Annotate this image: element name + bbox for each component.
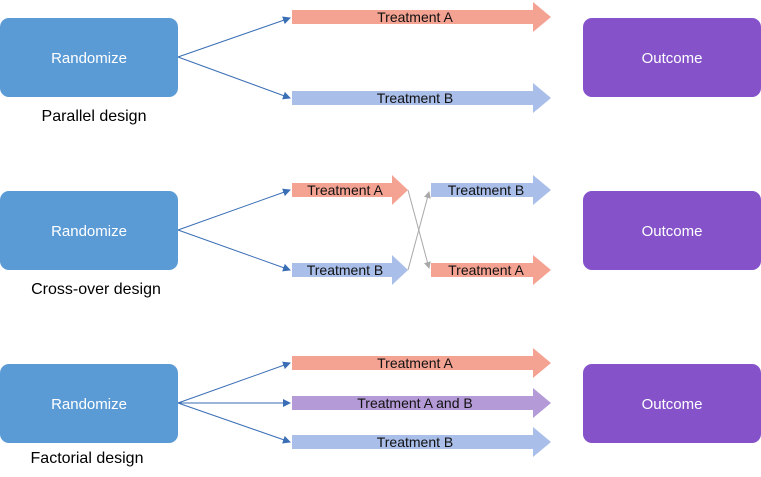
crossover-treatment-a-first-arrow: Treatment A bbox=[292, 175, 408, 205]
crossover-switch-line-1 bbox=[407, 189, 431, 269]
parallel-treatment-b-label: Treatment B bbox=[377, 90, 454, 106]
crossover-treatment-b-second-label: Treatment B bbox=[448, 182, 525, 198]
factorial-randomize-label: Randomize bbox=[51, 396, 127, 413]
parallel-connector-to-b bbox=[177, 56, 291, 100]
factorial-design-section: Randomize Treatment A Treatment A and B … bbox=[0, 348, 761, 467]
parallel-caption: Parallel design bbox=[42, 108, 147, 125]
parallel-design-section: Randomize Treatment A Treatment B Outcom… bbox=[0, 2, 761, 125]
crossover-treatment-b-second-arrow: Treatment B bbox=[431, 175, 551, 205]
parallel-connector-to-a bbox=[177, 16, 291, 58]
factorial-outcome-label: Outcome bbox=[642, 396, 703, 413]
crossover-outcome-box: Outcome bbox=[583, 191, 761, 270]
parallel-outcome-label: Outcome bbox=[642, 50, 703, 67]
factorial-treatment-a-label: Treatment A bbox=[377, 355, 453, 371]
crossover-connector-to-b bbox=[177, 229, 291, 272]
crossover-treatment-a-first-label: Treatment A bbox=[307, 182, 383, 198]
crossover-connector-to-a bbox=[177, 188, 291, 231]
crossover-design-section: Randomize Treatment A Treatment B Treatm… bbox=[0, 175, 761, 298]
parallel-randomize-box: Randomize bbox=[0, 18, 178, 97]
factorial-connector-to-a bbox=[177, 361, 291, 404]
parallel-treatment-b-arrow: Treatment B bbox=[292, 83, 551, 113]
parallel-outcome-box: Outcome bbox=[583, 18, 761, 97]
factorial-randomize-box: Randomize bbox=[0, 364, 178, 443]
crossover-treatment-a-second-label: Treatment A bbox=[448, 262, 524, 278]
parallel-randomize-label: Randomize bbox=[51, 50, 127, 67]
factorial-treatment-ab-label: Treatment A and B bbox=[357, 395, 472, 411]
crossover-outcome-label: Outcome bbox=[642, 223, 703, 240]
crossover-switch-line-2 bbox=[407, 191, 431, 271]
crossover-treatment-b-first-label: Treatment B bbox=[307, 262, 384, 278]
crossover-treatment-a-second-arrow: Treatment A bbox=[431, 255, 551, 285]
factorial-treatment-a-arrow: Treatment A bbox=[292, 348, 551, 378]
factorial-outcome-box: Outcome bbox=[583, 364, 761, 443]
crossover-randomize-label: Randomize bbox=[51, 223, 127, 240]
factorial-treatment-ab-arrow: Treatment A and B bbox=[292, 388, 551, 418]
factorial-caption: Factorial design bbox=[31, 450, 144, 467]
factorial-treatment-b-label: Treatment B bbox=[377, 434, 454, 450]
crossover-randomize-box: Randomize bbox=[0, 191, 178, 270]
crossover-treatment-b-first-arrow: Treatment B bbox=[292, 255, 408, 285]
crossover-caption: Cross-over design bbox=[31, 281, 161, 298]
factorial-treatment-b-arrow: Treatment B bbox=[292, 427, 551, 457]
parallel-treatment-a-label: Treatment A bbox=[377, 9, 453, 25]
parallel-treatment-a-arrow: Treatment A bbox=[292, 2, 551, 32]
factorial-connector-to-b bbox=[177, 402, 291, 444]
